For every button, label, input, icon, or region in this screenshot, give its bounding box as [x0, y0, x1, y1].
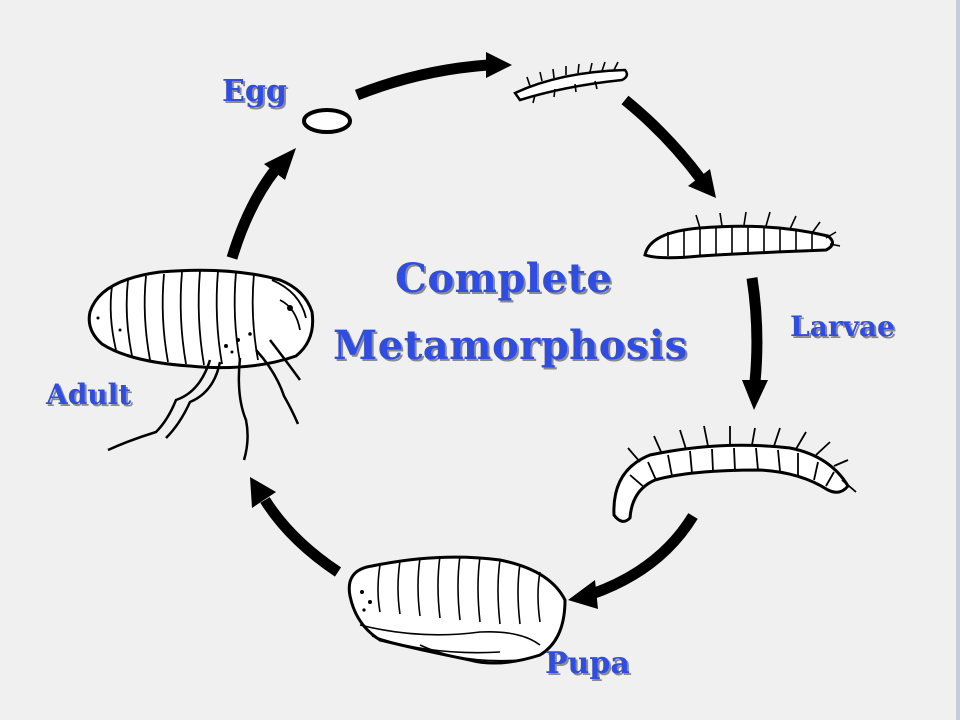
- egg-icon: [302, 108, 352, 134]
- stage-label-larvae: Larvae: [790, 310, 895, 343]
- arrow-larva-medium-to-large: [742, 277, 768, 410]
- arrow-larva-to-pupa: [568, 513, 698, 609]
- arrow-adult-to-egg: [226, 148, 296, 260]
- diagram-title-line1: Complete: [395, 255, 613, 302]
- cycle-arrows: [226, 52, 768, 609]
- arrow-larva-small-to-medium: [621, 95, 716, 198]
- pupa-icon: [347, 555, 567, 665]
- slide-edge: [956, 0, 960, 720]
- diagram-title-line2: Metamorphosis: [333, 322, 688, 369]
- larva-small-icon: [513, 61, 629, 104]
- arrow-egg-to-larva: [354, 52, 512, 101]
- stage-label-pupa: Pupa: [545, 646, 630, 681]
- arrow-pupa-to-adult: [250, 477, 342, 577]
- stage-label-adult: Adult: [46, 378, 132, 411]
- larva-medium-icon: [643, 211, 841, 260]
- stage-label-egg: Egg: [222, 74, 287, 109]
- adult-flea-icon: [87, 268, 315, 461]
- larva-large-icon: [612, 425, 857, 523]
